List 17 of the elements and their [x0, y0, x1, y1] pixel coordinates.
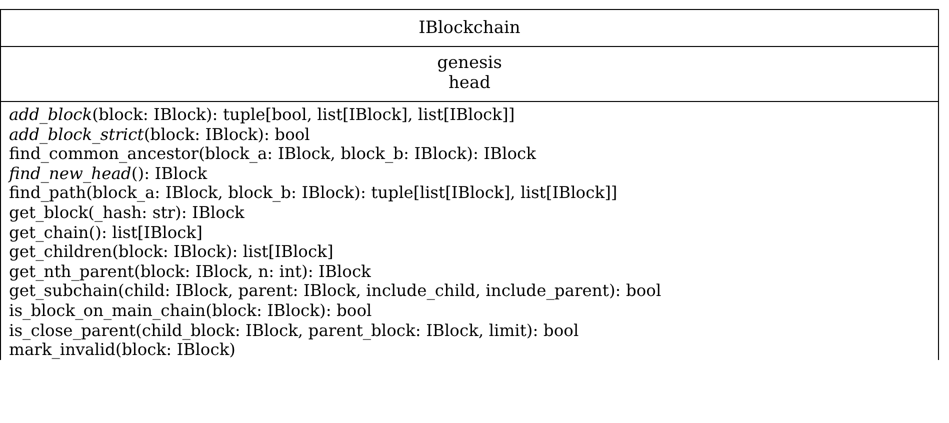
method-signature: get_nth_parent(block: IBlock, n: int): IBlock: [9, 262, 371, 282]
method-signature: get_subchain(child: IBlock, parent: IBlock, include_child, include_parent): bool: [9, 282, 662, 301]
method-signature: get_chain(): list[IBlock]: [9, 224, 203, 242]
method-signature: is_close_parent(child_block: IBlock, parent_block: IBlock, limit): bool: [9, 322, 579, 340]
attribute-name: head: [448, 73, 491, 93]
method-signature: find_path(block_a: IBlock, block_b: IBlock): tuple[list[IBlock], list[IBlock]]: [9, 184, 618, 203]
method-signature: mark_invalid(block: IBlock): [9, 341, 236, 360]
class-box: [0, 9, 939, 360]
method-signature: is_block_on_main_chain(block: IBlock): bool: [9, 302, 372, 321]
method-signature: get_block(_hash: str): IBlock: [9, 204, 244, 223]
class-name: IBlockchain: [418, 18, 520, 38]
method-signature: find_common_ancestor(block_a: IBlock, block_b: IBlock): IBlock: [9, 145, 536, 164]
attribute-name: genesis: [437, 53, 502, 73]
method-signature: add_block_strict(block: IBlock): bool: [9, 126, 310, 144]
method-signature: add_block(block: IBlock): tuple[bool, list[IBlock], list[IBlock]]: [9, 106, 515, 125]
method-signature: find_new_head(): IBlock: [9, 164, 208, 184]
method-signature: get_children(block: IBlock): list[IBlock]: [9, 243, 334, 262]
